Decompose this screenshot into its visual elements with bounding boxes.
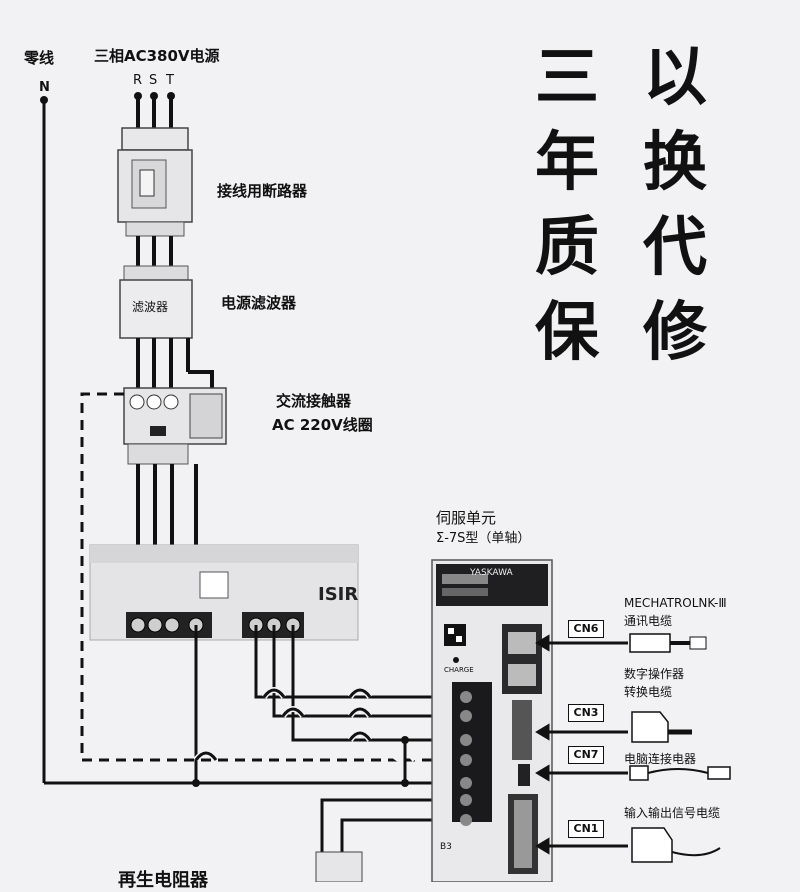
neutral-label: 零线 [24, 49, 55, 67]
contactor-label-2: AC 220V线圈 [272, 416, 373, 434]
filter-body-text: 滤波器 [132, 300, 169, 314]
io-cable-label: 输入输出信号电缆 [624, 806, 721, 820]
pc-connector-label: 电脑连接电器 [624, 752, 697, 766]
phase-s: S [149, 73, 158, 88]
neutral-line [40, 96, 455, 785]
slogan-char: 修 [643, 296, 707, 370]
slogan-char: 以 [643, 41, 707, 115]
contactor-label-1: 交流接触器 [276, 392, 352, 410]
slogan-column-1: 三 年 质 保 [532, 36, 602, 376]
mechatrolink-label-2: 通讯电缆 [624, 614, 673, 628]
rst-terminals [134, 92, 175, 130]
usb-cable-icon [629, 765, 731, 781]
io-cable-icon [631, 827, 721, 863]
servo-model: Σ-7S型（单轴） [436, 531, 531, 546]
neutral-symbol: N [39, 80, 50, 95]
operator-label-1: 数字操作器 [624, 667, 685, 681]
cn7-tag: CN7 [568, 746, 604, 764]
filter-label: 电源滤波器 [221, 294, 297, 312]
control-wire-dashed [80, 392, 455, 762]
phase-r: R [133, 73, 143, 88]
servo-unit [431, 559, 553, 882]
power-label: 三相AC380V电源 [94, 47, 220, 65]
ac-contactor [123, 387, 227, 465]
circuit-breaker [117, 127, 193, 237]
charge-label: CHARGE [444, 666, 474, 674]
cn3-tag: CN3 [568, 704, 604, 722]
terminal-strip: ISIR [89, 544, 359, 641]
operator-cable-icon [631, 711, 692, 743]
servo-title: 伺服单元 [436, 509, 497, 527]
mechatrolink-cable-icon [629, 633, 707, 653]
operator-label-2: 转换电缆 [624, 685, 673, 699]
connector-arrows [535, 634, 628, 855]
slogan-char: 质 [535, 211, 599, 285]
cn1-tag: CN1 [568, 820, 604, 838]
mechatrolink-label-1: MECHATROLNK-Ⅲ [624, 596, 727, 610]
slogan-char: 保 [535, 296, 599, 370]
b3-label: B3 [440, 842, 452, 852]
regen-resistor-body [315, 851, 363, 882]
slogan-char: 三 [535, 41, 599, 115]
slogan-char: 年 [535, 126, 599, 200]
slogan-column-2: 以 换 代 修 [640, 36, 710, 376]
power-filter [119, 265, 193, 339]
slogan-char: 换 [643, 126, 707, 200]
servo-brand: YASKAWA [470, 568, 513, 578]
breaker-label: 接线用断路器 [217, 182, 308, 200]
cn6-tag: CN6 [568, 620, 604, 638]
svg-text:ISIR: ISIR [318, 584, 358, 605]
slogan-char: 代 [643, 211, 707, 285]
phase-t: T [166, 73, 174, 88]
regen-wires [320, 798, 455, 860]
regen-resistor-label: 再生电阻器 [118, 870, 208, 891]
